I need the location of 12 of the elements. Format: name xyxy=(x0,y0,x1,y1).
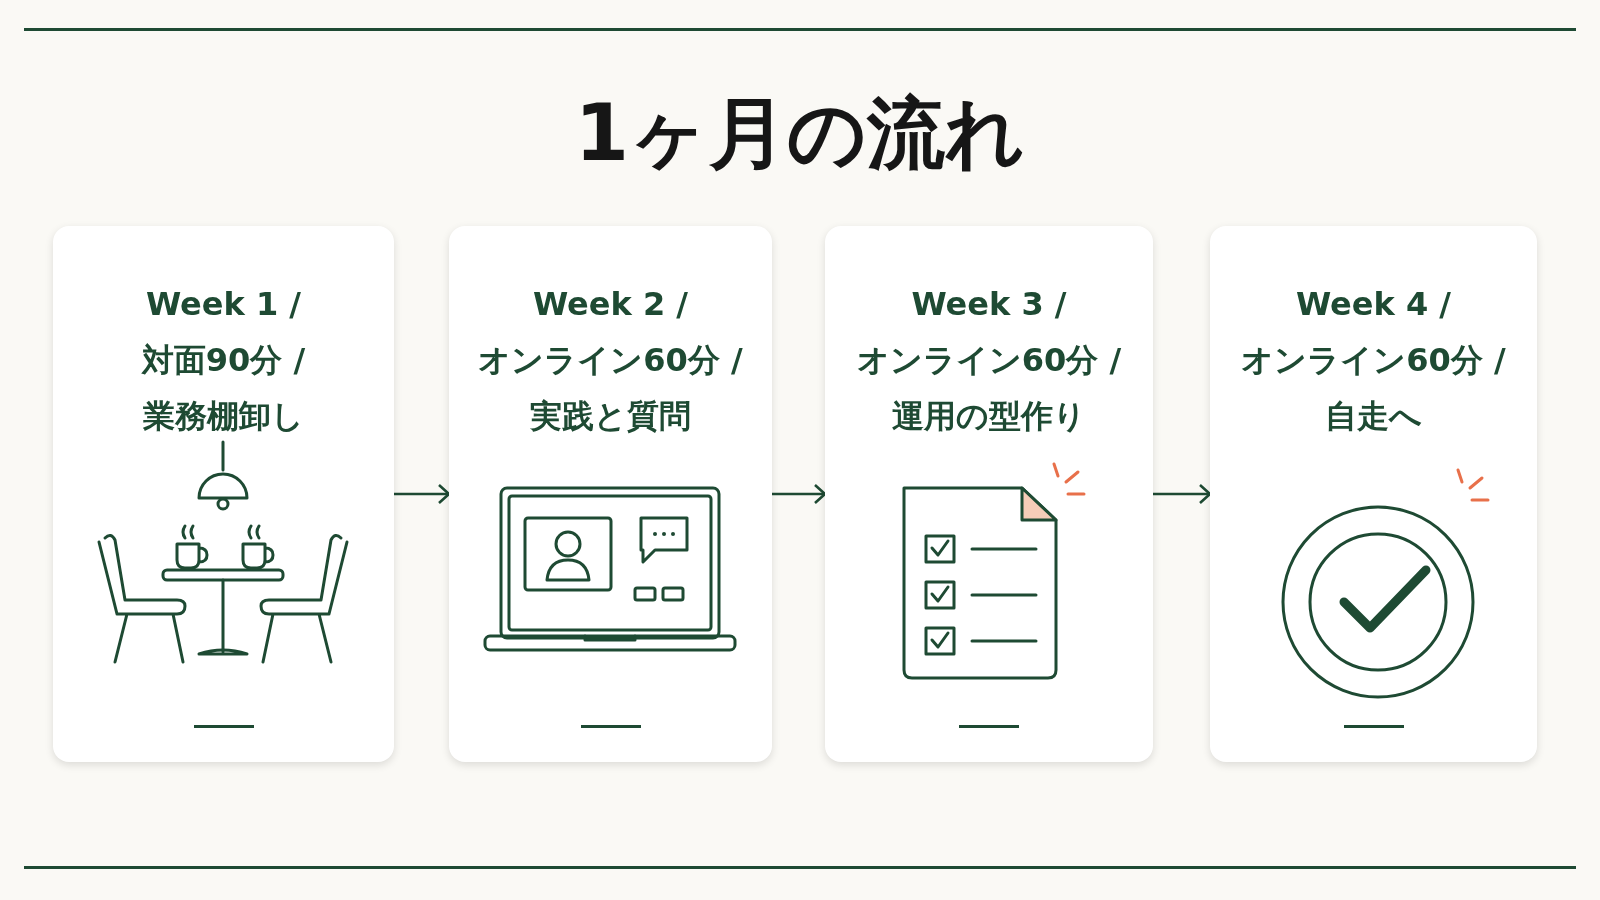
card-heading: Week 4 / オンライン60分 / 自走へ xyxy=(1241,284,1506,437)
week-card xyxy=(825,226,1153,762)
week-card xyxy=(449,226,772,762)
week-card xyxy=(53,226,394,762)
card-heading: Week 3 / オンライン60分 / 運用の型作り xyxy=(856,284,1122,437)
arrow xyxy=(394,483,451,505)
card-heading: Week 2 / オンライン60分 / 実践と質問 xyxy=(478,284,743,437)
card-heading: Week 1 / 対面90分 / 業務棚卸し xyxy=(141,284,306,437)
week-card xyxy=(1210,226,1537,762)
arrow xyxy=(772,483,827,505)
arrow xyxy=(1153,483,1212,505)
title: 1ヶ月の流れ xyxy=(574,87,1026,180)
